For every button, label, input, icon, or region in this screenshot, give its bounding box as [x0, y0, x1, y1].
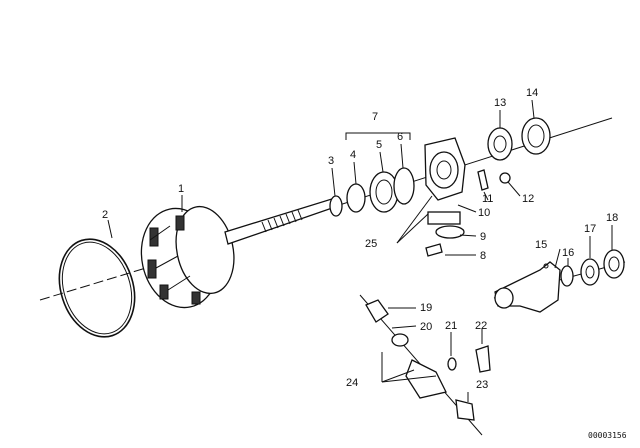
main-axis-left	[39, 241, 233, 301]
clutch-drum	[140, 205, 235, 309]
label-part-25: 25	[365, 238, 377, 250]
label-part-8: 8	[480, 250, 486, 262]
label-part-16: 16	[562, 247, 574, 259]
snap-ring	[58, 238, 136, 338]
drive-gear	[405, 359, 447, 399]
bearing-assembly	[346, 167, 415, 213]
flange-bearing	[580, 258, 600, 286]
taper-bearing	[487, 127, 513, 161]
label-part-11: 11	[482, 193, 493, 205]
label-part-23: 23	[476, 379, 488, 391]
pinion	[455, 399, 475, 421]
label-part-5: 5	[376, 139, 382, 151]
label-part-21: 21	[445, 320, 457, 332]
label-part-2: 2	[102, 209, 108, 221]
drive-bolt	[475, 345, 491, 373]
label-part-9: 9	[480, 231, 486, 243]
drive-cap	[365, 299, 389, 323]
speedometer-housing	[424, 137, 466, 239]
label-part-20: 20	[420, 321, 432, 333]
label-part-3: 3	[328, 155, 334, 167]
label-part-4: 4	[350, 149, 356, 161]
label-part-6: 6	[397, 131, 403, 143]
drive-ring	[391, 333, 409, 347]
label-part-19: 19	[420, 302, 432, 314]
label-part-24: 24	[346, 377, 358, 389]
seal-ring	[521, 117, 551, 155]
label-part-12: 12	[522, 193, 534, 205]
label-part-22: 22	[475, 320, 487, 332]
spacer-ring	[329, 195, 343, 217]
label-part-10: 10	[478, 207, 490, 219]
flange-seal	[603, 249, 625, 279]
leader-lines	[107, 99, 613, 402]
output-shaft	[224, 197, 339, 245]
output-flange	[494, 261, 561, 313]
label-part-1: 1	[178, 183, 184, 195]
label-part-17: 17	[584, 223, 596, 235]
label-part-18: 18	[606, 212, 618, 224]
label-part-14: 14	[526, 87, 538, 99]
screw	[477, 169, 489, 191]
washer	[560, 265, 574, 287]
label-part-7: 7	[372, 111, 378, 123]
bolt	[425, 243, 443, 257]
small-washer	[447, 357, 457, 371]
reference-number: 00003156	[588, 431, 627, 440]
label-part-13: 13	[494, 97, 506, 109]
nut	[499, 172, 511, 184]
label-part-15: 15	[535, 239, 547, 251]
